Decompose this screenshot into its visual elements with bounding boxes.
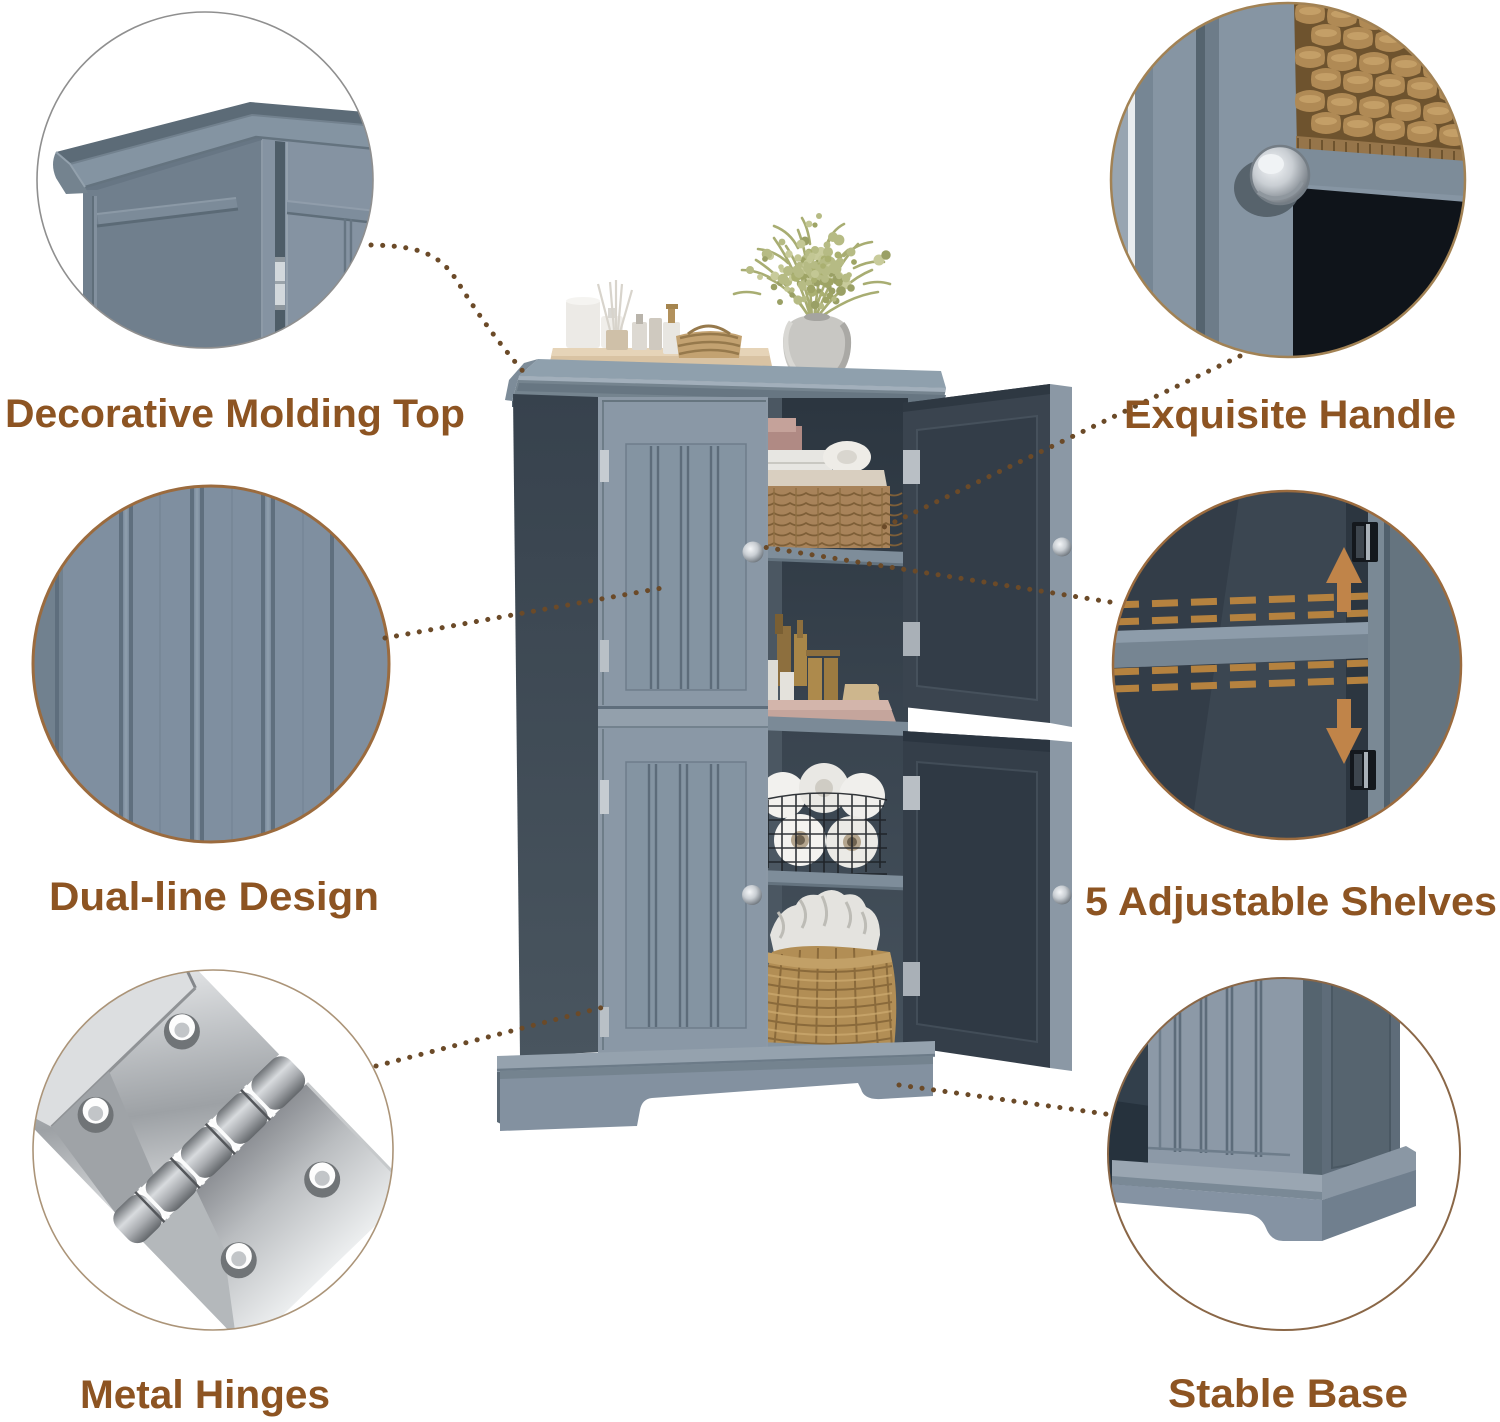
svg-text:Dual-line Design: Dual-line Design (49, 875, 379, 919)
svg-text:Exquisite Handle: Exquisite Handle (1124, 393, 1456, 437)
svg-text:Stable Base: Stable Base (1168, 1372, 1408, 1416)
svg-text:Decorative Molding Top: Decorative Molding Top (5, 392, 465, 436)
svg-text:5 Adjustable Shelves: 5 Adjustable Shelves (1085, 880, 1497, 924)
svg-text:Metal Hinges: Metal Hinges (80, 1373, 330, 1417)
